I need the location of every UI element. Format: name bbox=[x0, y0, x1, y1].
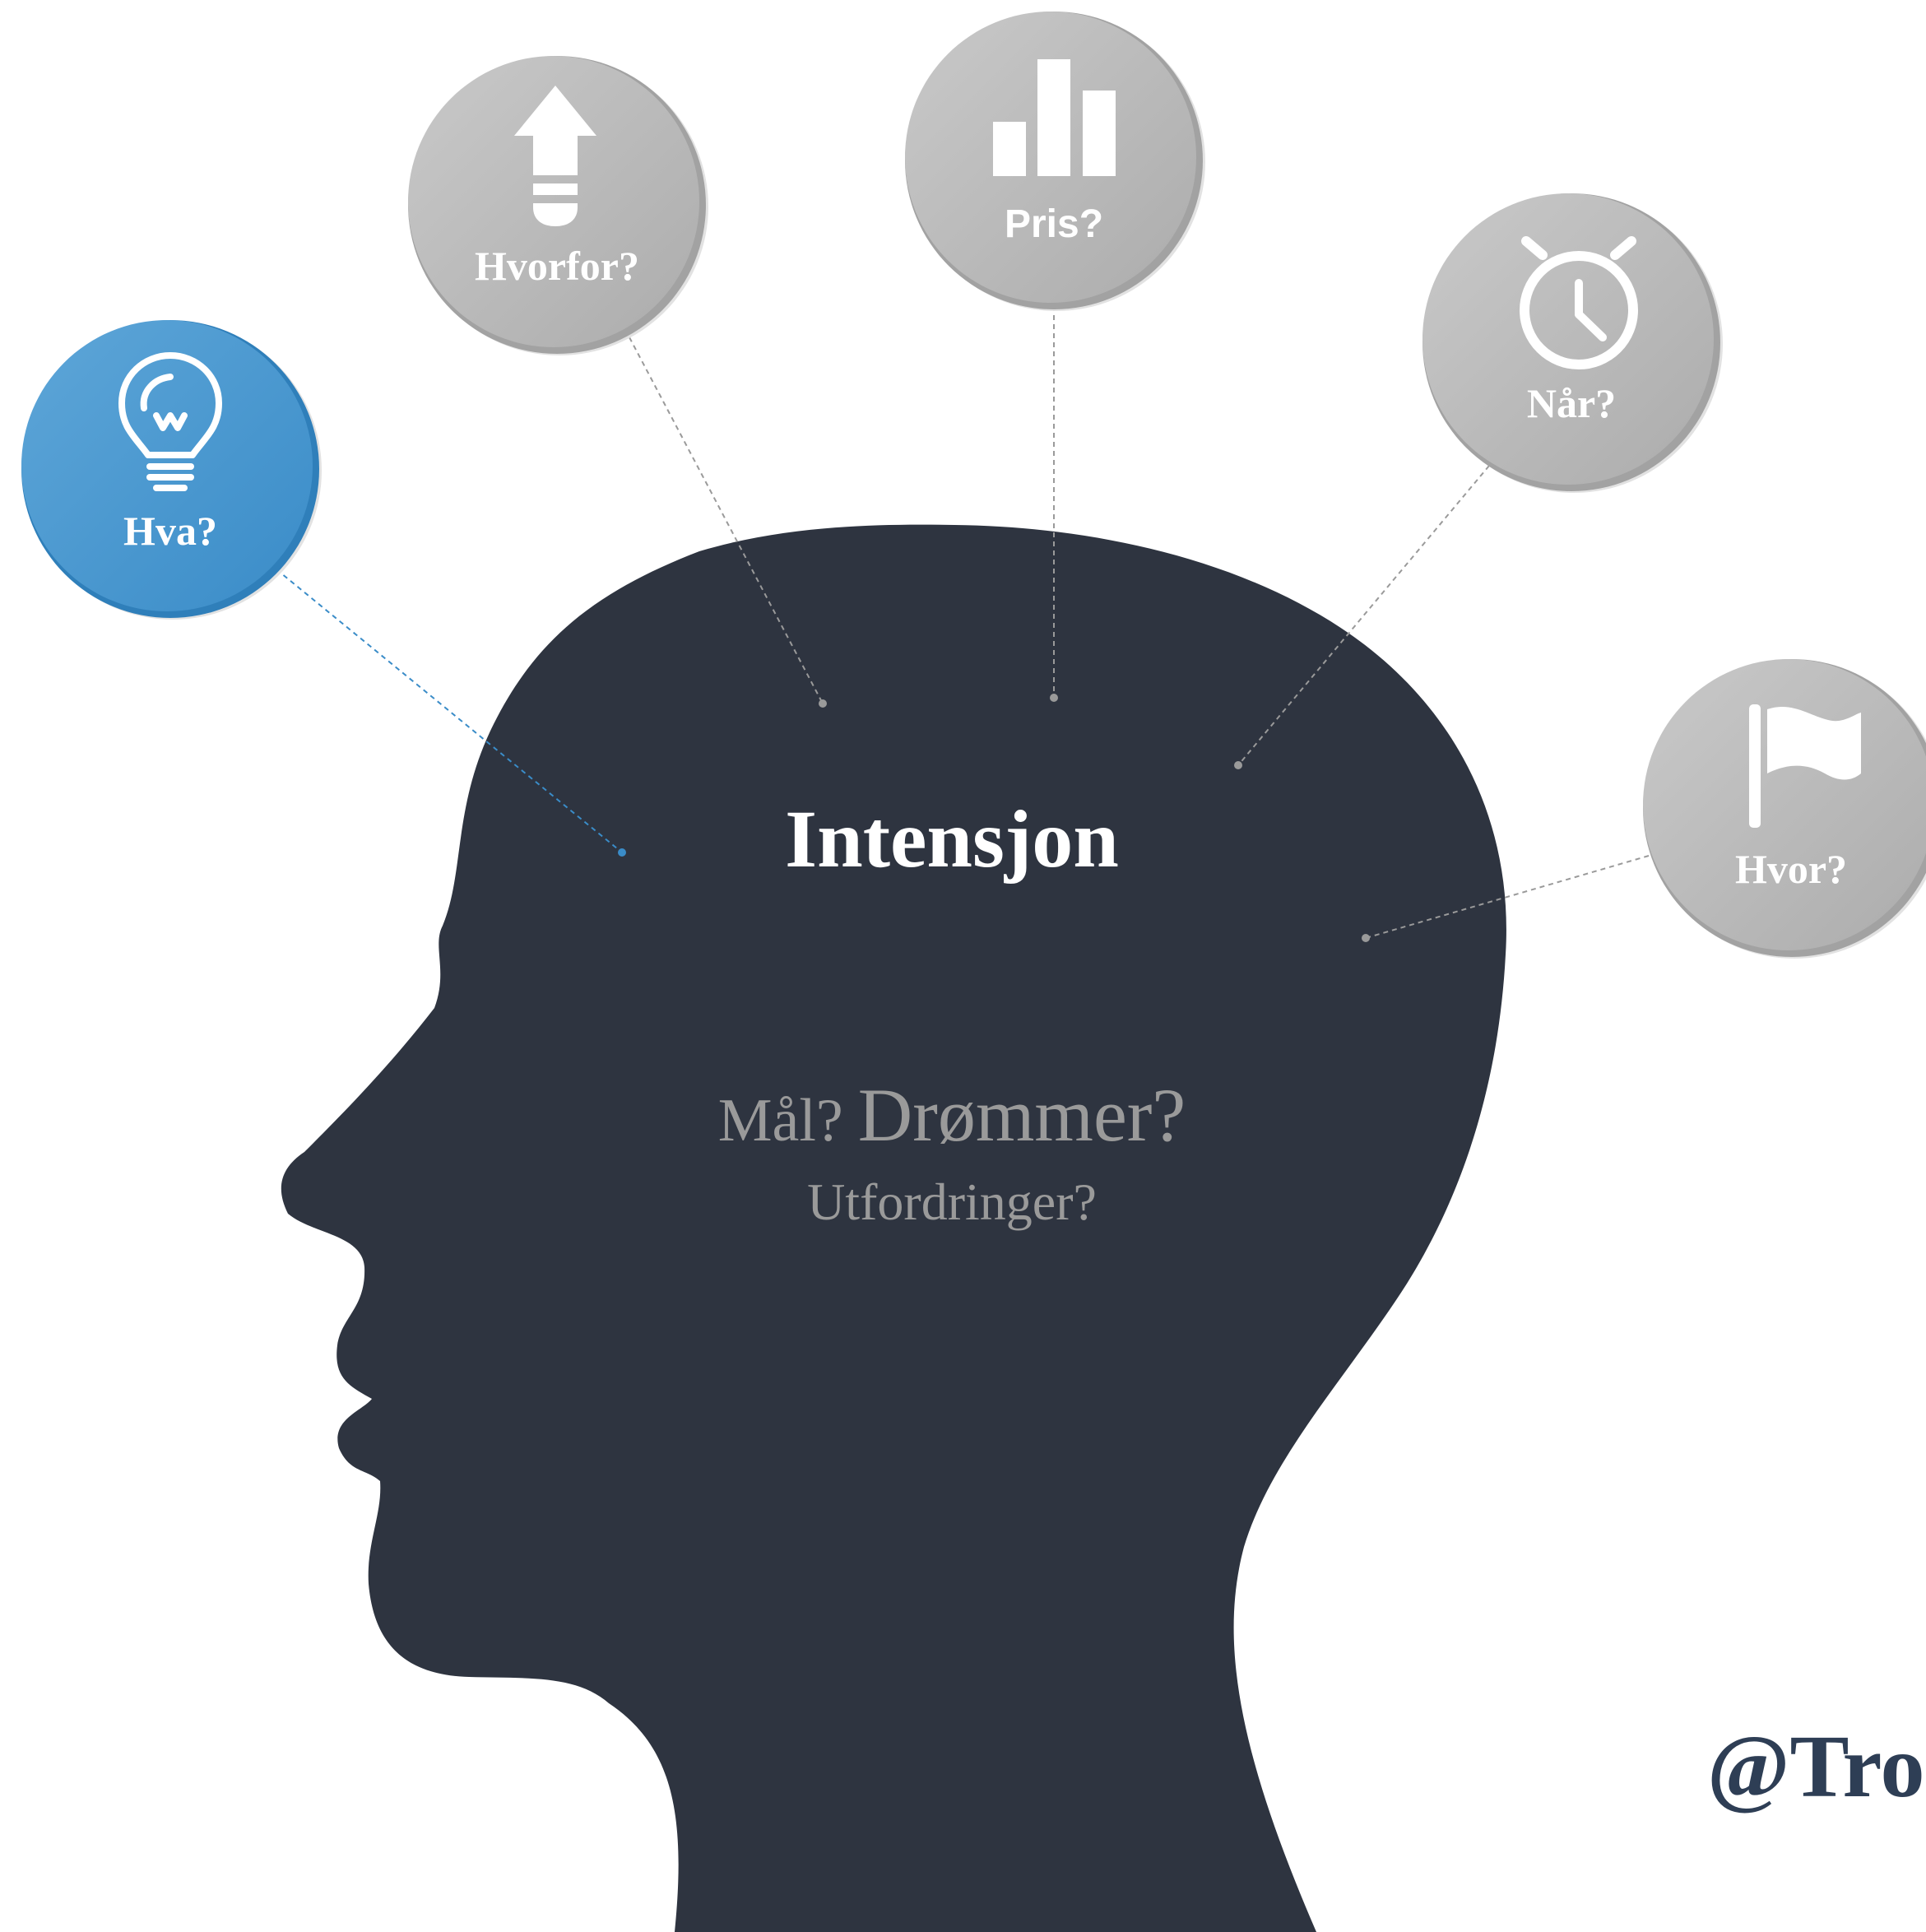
bubble-label-hva: Hva? bbox=[123, 508, 217, 554]
stopwatch-icon bbox=[1520, 236, 1638, 369]
arrow-up-icon bbox=[514, 86, 596, 226]
lightbulb-icon bbox=[118, 352, 222, 491]
watermark: @Tro bbox=[1707, 1718, 1924, 1816]
bubble-hvorfor[interactable]: Hvorfor? bbox=[408, 56, 708, 355]
connector-nar bbox=[1237, 465, 1490, 766]
subtitle-dreams: Drømmer? bbox=[858, 1073, 1186, 1157]
bubble-label-nar: Når? bbox=[1527, 380, 1616, 426]
bubble-label-pris: Pris? bbox=[1005, 202, 1103, 246]
connector-hvorfor bbox=[629, 337, 824, 704]
bubble-hva[interactable]: Hva? bbox=[21, 320, 322, 620]
connector-hva bbox=[276, 569, 623, 853]
head-silhouette bbox=[281, 524, 1506, 1932]
bubble-pris[interactable]: Pris? bbox=[905, 12, 1205, 311]
subtitle-goals: Mål? bbox=[718, 1087, 843, 1154]
connector-dot-hvor bbox=[1362, 934, 1370, 942]
connector-dot-pris bbox=[1050, 694, 1058, 702]
diagram-title: Intensjon bbox=[785, 793, 1119, 885]
connector-dot-hva bbox=[618, 848, 626, 857]
bar-chart-icon bbox=[993, 59, 1116, 176]
bubble-hvor[interactable]: Hvor? bbox=[1643, 659, 1926, 959]
bubble-label-hvorfor: Hvorfor? bbox=[475, 243, 639, 289]
subtitle-line2: Utfordringer? bbox=[807, 1173, 1097, 1231]
bubble-nar[interactable]: Når? bbox=[1422, 193, 1723, 493]
connector-hvor bbox=[1365, 855, 1650, 939]
subtitle-line1: Mål? Drømmer? bbox=[718, 1073, 1186, 1157]
flag-icon bbox=[1749, 704, 1861, 828]
connector-dot-nar bbox=[1234, 761, 1242, 769]
connector-dot-hvorfor bbox=[819, 699, 827, 708]
bubble-label-hvor: Hvor? bbox=[1735, 846, 1847, 892]
